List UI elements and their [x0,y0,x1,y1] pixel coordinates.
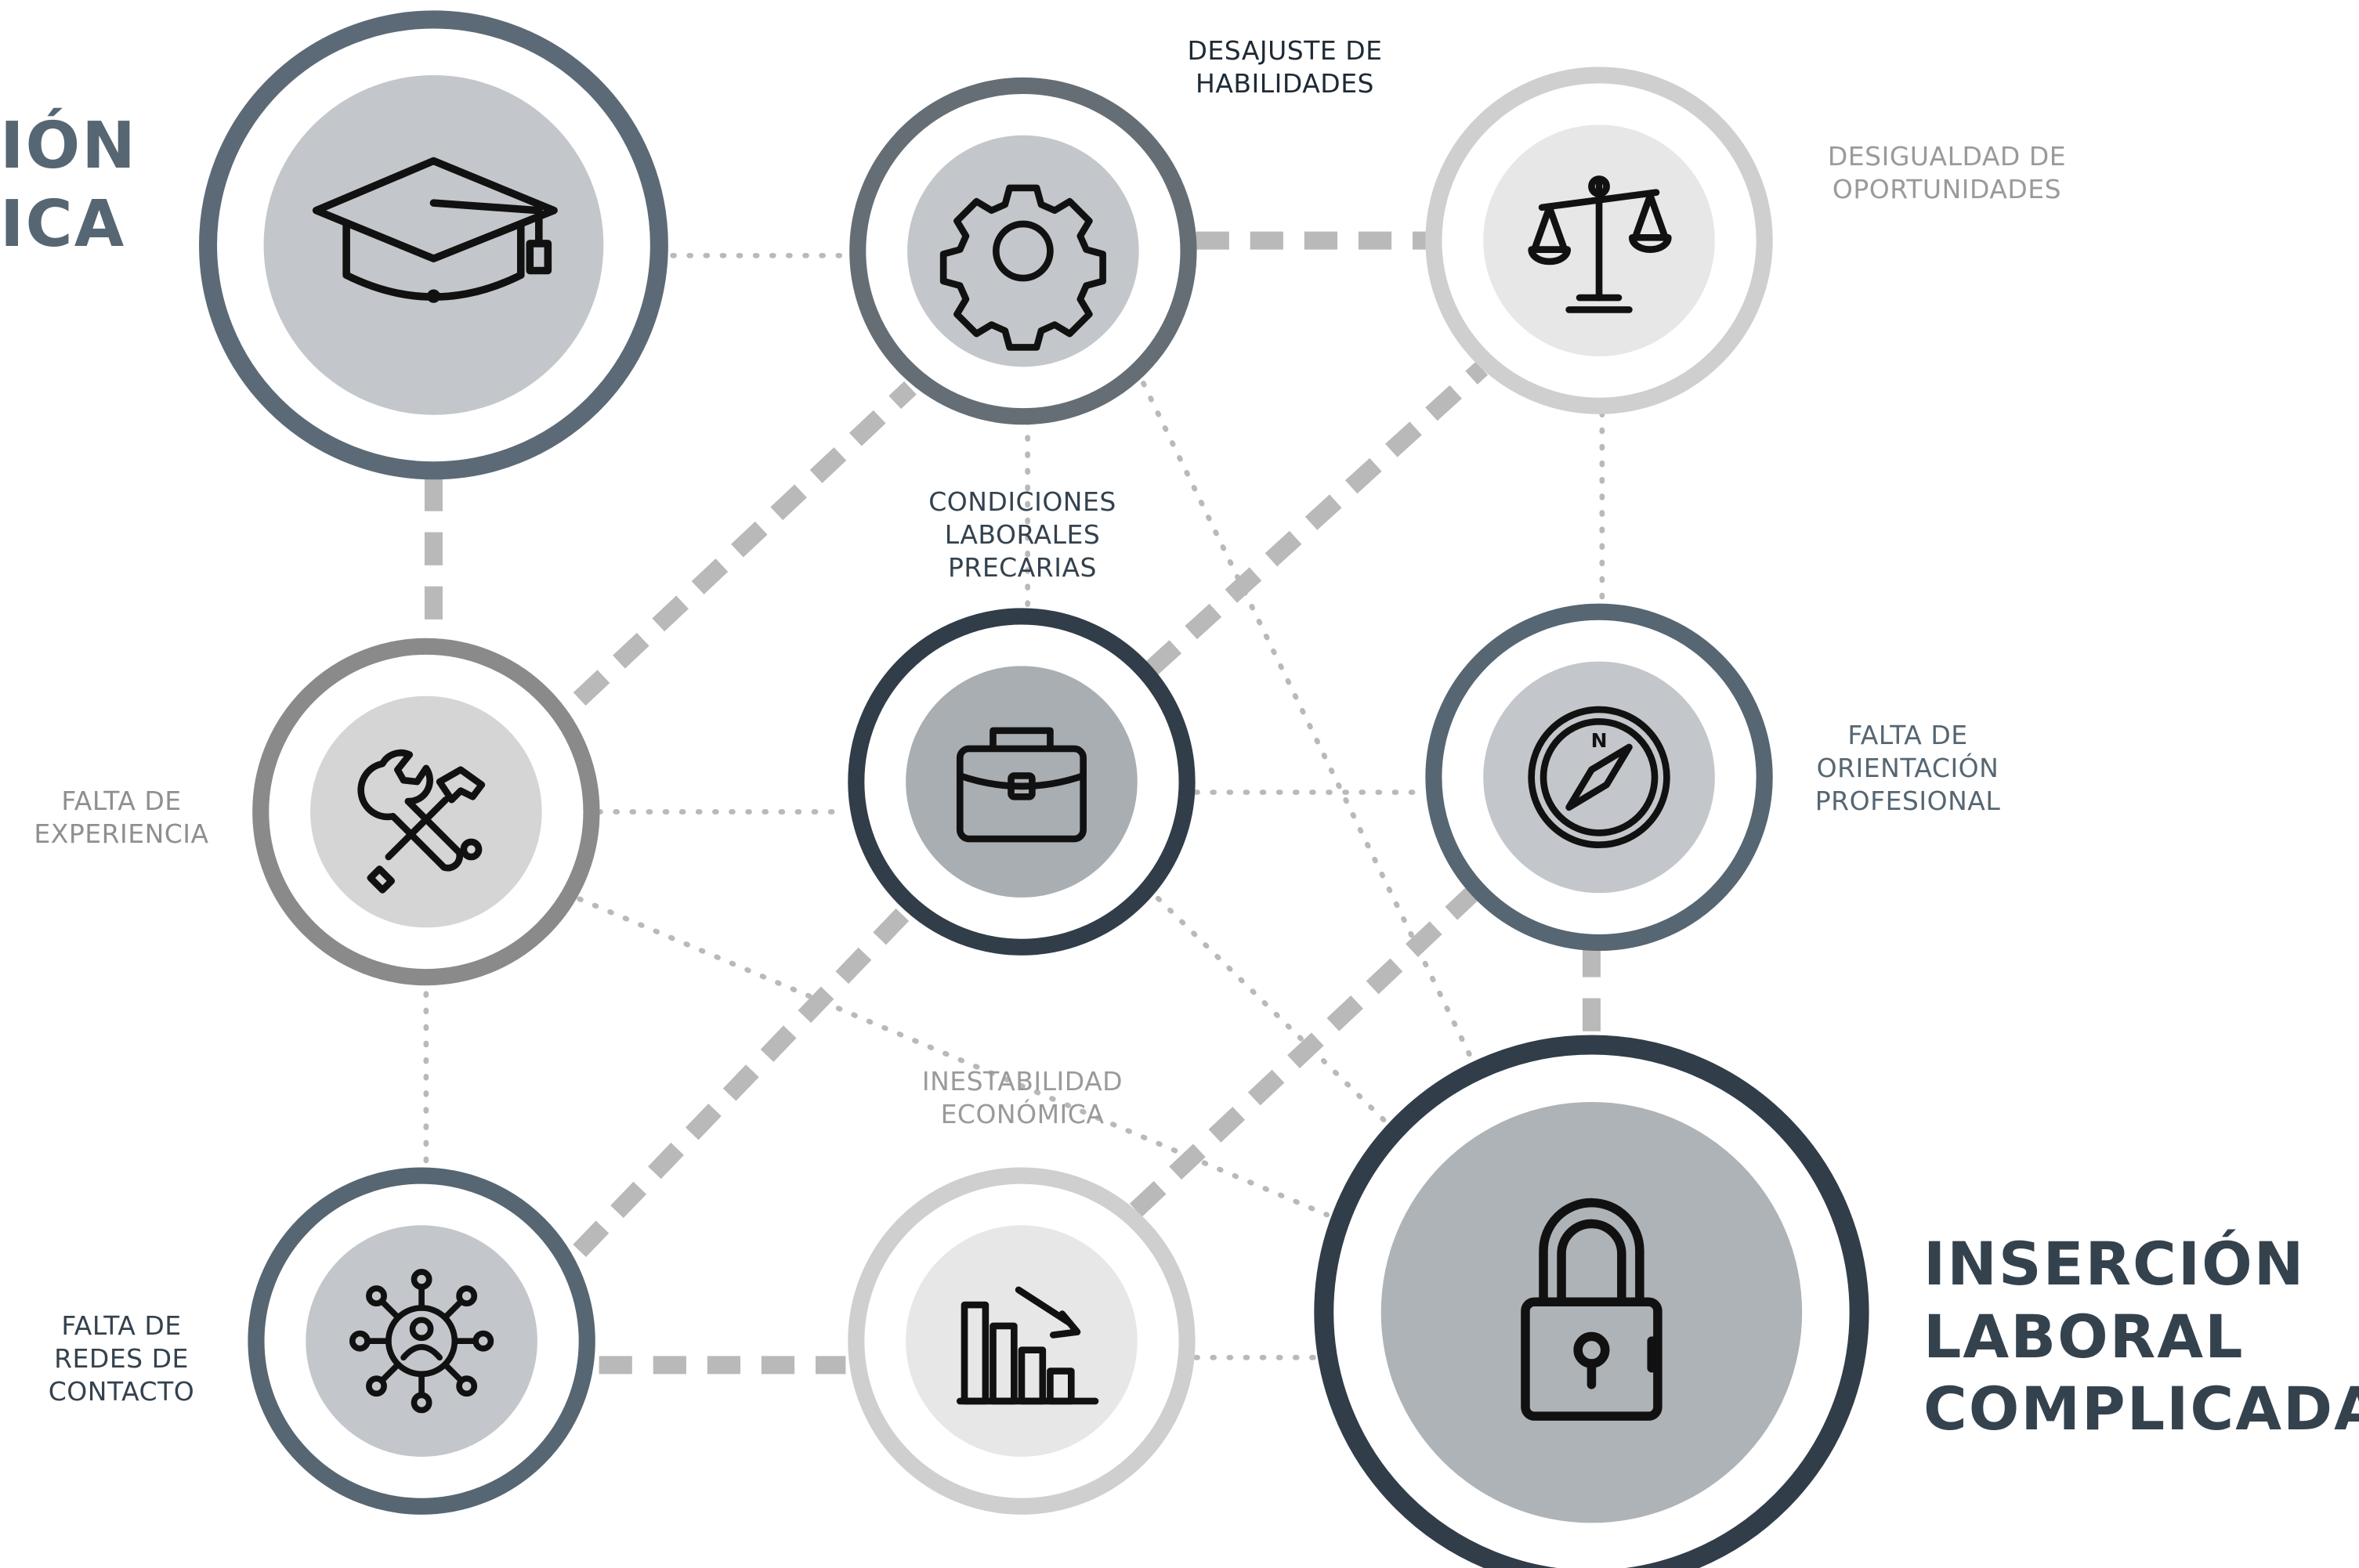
label-instability: INESTABILIDAD ECONÓMICA [921,1066,1123,1129]
compass-icon: N [1528,706,1670,849]
tools-icon [357,749,486,894]
network-icon [349,1269,494,1414]
label-skills-mismatch: DESAJUSTE DE HABILIDADES [1187,35,1383,99]
node-experience [252,638,600,986]
label-education-partial: IÓN ICA [0,109,137,262]
node-conditions [848,608,1196,956]
connector-instability-orientation [1129,887,1478,1217]
connector-experience-skills [573,381,917,706]
gear-icon [939,184,1106,351]
connector-networks-conditions [573,900,917,1257]
padlock-icon [1521,1198,1663,1421]
connector-conditions-inequality [1145,361,1489,676]
connector-experience-outcome [577,896,1330,1218]
declining-chart-icon [956,1286,1099,1405]
label-experience: FALTA DE EXPERIENCIA [34,786,209,849]
connector-skills-outcome [1141,381,1478,1068]
node-networks [248,1167,595,1515]
briefcase-icon [956,727,1087,843]
label-orientation: FALTA DE ORIENTACIÓN PROFESIONAL [1814,720,2001,816]
connectors [423,231,1605,1375]
node-skills [849,77,1197,425]
svg-text:N: N [1591,729,1608,752]
node-orientation: N [1425,603,1773,952]
label-inequality: DESIGUALDAD DE OPORTUNIDADES [1827,141,2067,204]
node-education [199,10,668,480]
node-instability [848,1167,1196,1515]
label-networks: FALTA DE REDES DE CONTACTO [48,1310,195,1407]
scale-icon [1528,175,1672,313]
graduation-cap-icon [312,157,558,303]
node-inequality [1425,67,1773,414]
node-outcome [1314,1035,1869,1568]
label-working-conditions: CONDICIONES LABORALES PRECARIAS [928,486,1116,583]
label-outcome: INSERCIÓN LABORAL COMPLICADA [1923,1229,2359,1444]
